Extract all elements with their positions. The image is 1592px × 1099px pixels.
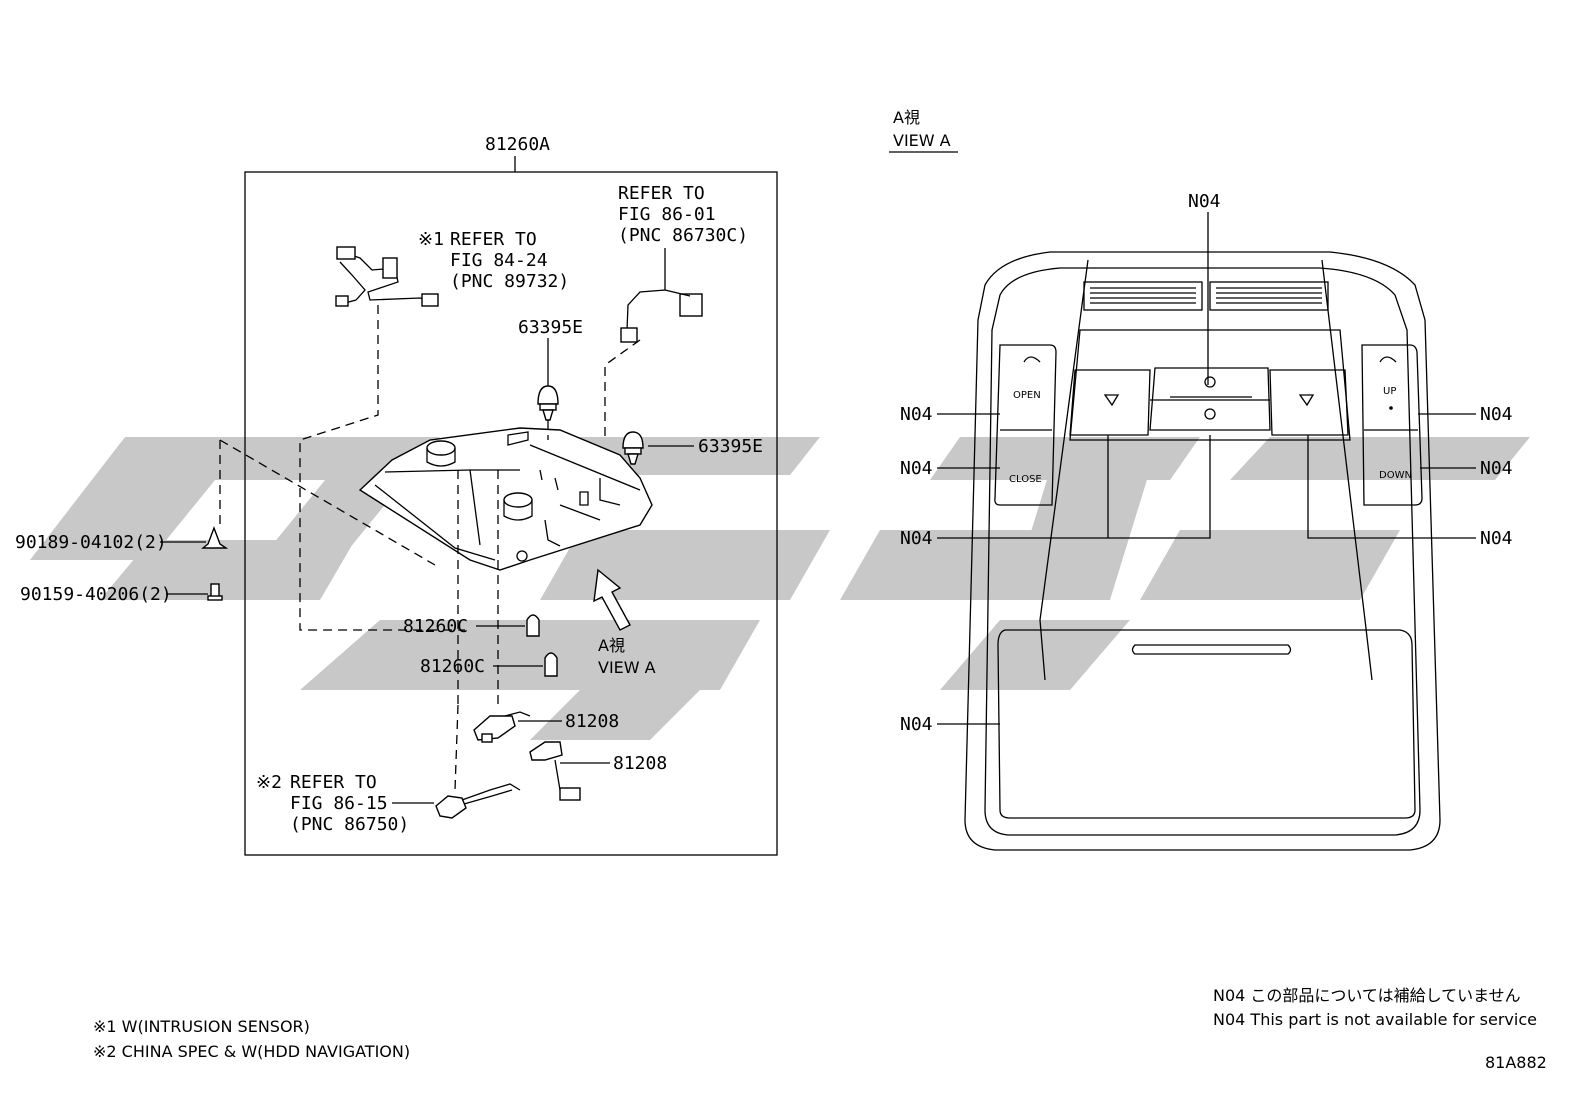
part-90159-label: 90159-40206(2) <box>20 584 172 605</box>
view-a-en: VIEW A <box>893 131 951 150</box>
connector-harness-part <box>620 248 703 343</box>
clip-63395e <box>537 385 559 421</box>
svg-text:FIG 86-15: FIG 86-15 <box>290 793 388 814</box>
watermark <box>30 437 1530 740</box>
part-81208-label: 81208 <box>565 711 619 732</box>
close-button: CLOSE <box>1009 474 1042 485</box>
note-jp: N04 この部品については補給していません <box>1213 986 1521 1005</box>
wire-harness-part <box>335 246 439 307</box>
callout-n04-top: N04 <box>1188 191 1221 212</box>
svg-text:※1: ※1 <box>418 229 444 250</box>
callout-n04-map-lamp: N04 <box>1480 528 1513 549</box>
ref-top-note: REFER TO FIG 86-01 (PNC 86730C) <box>618 183 748 246</box>
assembly-frame <box>244 171 778 856</box>
callout-n04-up: N04 <box>1480 404 1513 425</box>
part-63395e-label: 63395E <box>518 317 583 338</box>
open-button: OPEN <box>1013 390 1041 401</box>
clip-63395e-2 <box>622 431 644 465</box>
svg-text:REFER TO: REFER TO <box>450 229 537 250</box>
socket-81208-2 <box>529 741 581 801</box>
svg-text:FIG 84-24: FIG 84-24 <box>450 250 548 271</box>
socket-81208 <box>473 711 531 743</box>
footnote-1: ※1 W(INTRUSION SENSOR) <box>93 1017 310 1036</box>
ref2-note: ※2 REFER TO FIG 86-15 (PNC 86750) <box>256 772 409 835</box>
svg-text:(PNC 86730C): (PNC 86730C) <box>618 225 748 246</box>
down-button: DOWN <box>1379 470 1412 481</box>
callout-n04-close: N04 <box>900 458 933 479</box>
overhead-console-housing <box>358 427 653 571</box>
screw-90159 <box>207 583 223 601</box>
view-a-en-left: VIEW A <box>598 658 656 677</box>
svg-text:(PNC 86750): (PNC 86750) <box>290 814 409 835</box>
note-en: N04 This part is not available for servi… <box>1213 1010 1537 1029</box>
part-63395e-label-2: 63395E <box>698 436 763 457</box>
part-81208-label-2: 81208 <box>613 753 667 774</box>
console-front-view <box>964 251 1441 851</box>
view-a-jp-left: A視 <box>598 636 625 655</box>
part-81260c-label: 81260C <box>403 616 468 637</box>
svg-text:REFER TO: REFER TO <box>290 772 377 793</box>
svg-text:(PNC 89732): (PNC 89732) <box>450 271 569 292</box>
part-81260c-label-2: 81260C <box>420 656 485 677</box>
view-a-jp: A視 <box>893 108 920 127</box>
callout-n04-lamps: N04 <box>900 528 933 549</box>
view-a-arrow <box>593 568 631 631</box>
ref1-note: ※1 REFER TO FIG 84-24 (PNC 89732) <box>418 229 569 292</box>
part-90189-label: 90189-04102(2) <box>15 532 167 553</box>
up-button: UP <box>1383 386 1396 397</box>
svg-text:FIG 86-01: FIG 86-01 <box>618 204 716 225</box>
footnote-2: ※2 CHINA SPEC & W(HDD NAVIGATION) <box>93 1042 410 1061</box>
callout-n04-down: N04 <box>1480 458 1513 479</box>
callout-n04-door: N04 <box>900 714 933 735</box>
assembly-label: 81260A <box>485 134 550 155</box>
svg-text:※2: ※2 <box>256 772 282 793</box>
callout-n04-open: N04 <box>900 404 933 425</box>
figure-id: 81A882 <box>1485 1053 1547 1072</box>
clip-90189 <box>201 526 229 549</box>
svg-text:REFER TO: REFER TO <box>618 183 705 204</box>
harness-86750 <box>435 783 521 819</box>
bulb-81260c <box>526 614 540 637</box>
bulb-81260c-2 <box>544 652 558 677</box>
